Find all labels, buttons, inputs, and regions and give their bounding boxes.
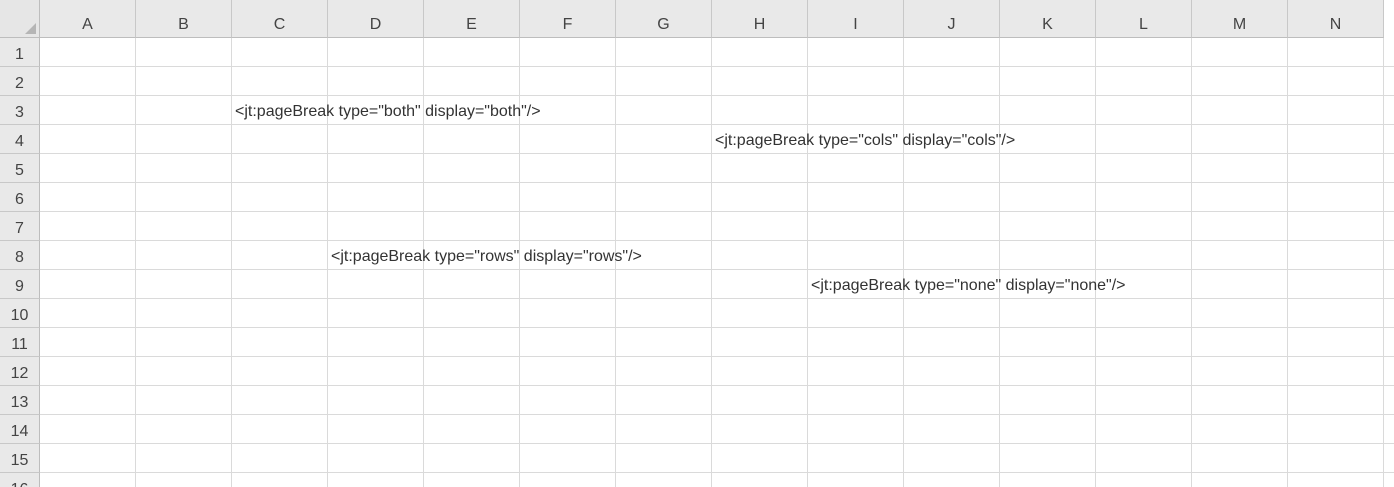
column-header-c[interactable]: C [232,0,328,38]
column-header-d[interactable]: D [328,0,424,38]
row-header-14[interactable]: 14 [0,415,40,444]
row-header-12[interactable]: 12 [0,357,40,386]
column-header-i[interactable]: I [808,0,904,38]
column-header-h[interactable]: H [712,0,808,38]
column-gridline [519,38,520,487]
row-gridline [40,385,1394,386]
column-gridline [1287,38,1288,487]
column-gridline [807,38,808,487]
column-gridline [423,38,424,487]
column-header-j[interactable]: J [904,0,1000,38]
column-header-m[interactable]: M [1192,0,1288,38]
cell-c3[interactable]: <jt:pageBreak type="both" display="both"… [235,103,541,120]
row-gridline [40,182,1394,183]
column-header-n[interactable]: N [1288,0,1384,38]
row-header-9[interactable]: 9 [0,270,40,299]
column-gridline [1383,38,1384,487]
row-gridline [40,95,1394,96]
row-header-2[interactable]: 2 [0,67,40,96]
column-gridline [231,38,232,487]
column-gridline [903,38,904,487]
column-header-l[interactable]: L [1096,0,1192,38]
row-header-1[interactable]: 1 [0,38,40,67]
row-gridline [40,211,1394,212]
column-gridline [327,38,328,487]
cell-d8[interactable]: <jt:pageBreak type="rows" display="rows"… [331,248,642,265]
row-header-15[interactable]: 15 [0,444,40,473]
row-header-7[interactable]: 7 [0,212,40,241]
column-gridline [711,38,712,487]
column-header-g[interactable]: G [616,0,712,38]
row-gridline [40,356,1394,357]
row-header-10[interactable]: 10 [0,299,40,328]
select-all-triangle-icon [25,23,36,34]
select-all-corner[interactable] [0,0,40,38]
row-gridline [40,124,1394,125]
column-header-b[interactable]: B [136,0,232,38]
column-header-k[interactable]: K [1000,0,1096,38]
column-header-e[interactable]: E [424,0,520,38]
row-gridline [40,66,1394,67]
row-header-13[interactable]: 13 [0,386,40,415]
column-header-f[interactable]: F [520,0,616,38]
row-header-5[interactable]: 5 [0,154,40,183]
column-gridline [135,38,136,487]
row-header-11[interactable]: 11 [0,328,40,357]
row-gridline [40,240,1394,241]
row-gridline [40,327,1394,328]
row-header-4[interactable]: 4 [0,125,40,154]
cell-h4[interactable]: <jt:pageBreak type="cols" display="cols"… [715,132,1016,149]
row-header-6[interactable]: 6 [0,183,40,212]
row-gridline [40,414,1394,415]
column-gridline [1095,38,1096,487]
row-header-3[interactable]: 3 [0,96,40,125]
row-gridline [40,153,1394,154]
column-header-a[interactable]: A [40,0,136,38]
column-gridline [999,38,1000,487]
cell-i9[interactable]: <jt:pageBreak type="none" display="none"… [811,277,1126,294]
row-gridline [40,269,1394,270]
row-gridline [40,443,1394,444]
column-gridline [1191,38,1192,487]
row-gridline [40,472,1394,473]
row-gridline [40,298,1394,299]
row-header-16[interactable]: 16 [0,473,40,487]
column-gridline [615,38,616,487]
row-header-8[interactable]: 8 [0,241,40,270]
